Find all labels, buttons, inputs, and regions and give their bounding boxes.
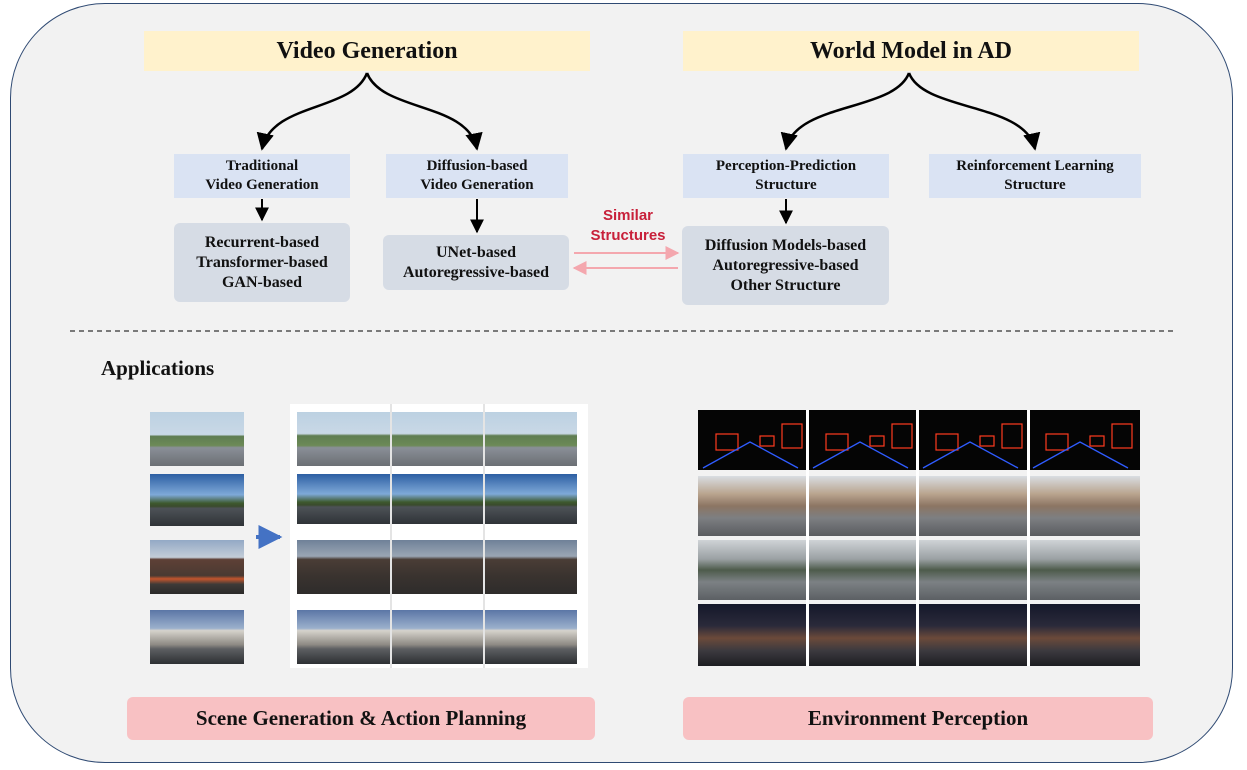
branch-arrow-traditional: [256, 72, 369, 151]
input-frame-town-junction: [150, 610, 244, 664]
scene-generation-caption: Scene Generation & Action Planning: [127, 697, 595, 740]
video-generation-title: Video Generation: [144, 31, 590, 71]
perception-row-night: [698, 604, 1140, 666]
perception-row-daytime: [698, 476, 1140, 536]
branch-arrow-diffusion: [365, 72, 483, 151]
perception-row-overcast: [698, 540, 1140, 600]
output-row-suburban-road: [297, 412, 577, 466]
output-row-highway: [297, 474, 577, 524]
input-frame-highway: [150, 474, 244, 526]
output-row-town-junction: [297, 610, 577, 664]
output-column-separator: [483, 404, 485, 668]
branch-arrow-perception: [780, 72, 911, 151]
perception-prediction-box: Perception-Prediction Structure: [683, 154, 889, 198]
output-column-separator: [390, 404, 392, 668]
traditional-methods-box: Recurrent-based Transformer-based GAN-ba…: [174, 223, 350, 302]
branch-arrow-reinforcement: [907, 72, 1041, 151]
world-model-title: World Model in AD: [683, 31, 1139, 71]
input-frame-brick-street: [150, 540, 244, 594]
perception-column-separator: [806, 410, 809, 666]
traditional-video-generation-box: Traditional Video Generation: [174, 154, 350, 198]
perception-column-separator: [1027, 410, 1030, 666]
bounding-box-overlay: [702, 423, 1133, 469]
reinforcement-learning-box: Reinforcement Learning Structure: [929, 154, 1141, 198]
environment-perception-caption: Environment Perception: [683, 697, 1153, 740]
output-row-brick-street: [297, 540, 577, 594]
diffusion-video-generation-box: Diffusion-based Video Generation: [386, 154, 568, 198]
similar-structures-label: Similar Structures: [590, 207, 666, 244]
perception-column-separator: [916, 410, 919, 666]
perception-methods-box: Diffusion Models-based Autoregressive-ba…: [682, 226, 889, 305]
diffusion-methods-box: UNet-based Autoregressive-based: [383, 235, 569, 290]
applications-heading: Applications: [101, 356, 215, 380]
input-frame-suburban-road: [150, 412, 244, 466]
perception-row-3d-boxes: [698, 410, 1140, 470]
